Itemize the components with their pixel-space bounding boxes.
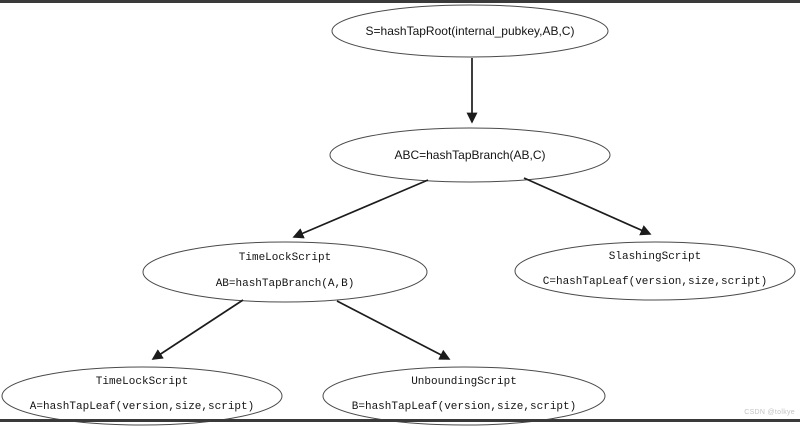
bottom-rule xyxy=(0,419,800,422)
node-a: TimeLockScript A=hashTapLeaf(version,siz… xyxy=(1,366,283,426)
node-b-ellipse xyxy=(322,366,606,426)
node-ab: TimeLockScript AB=hashTapBranch(A,B) xyxy=(142,241,428,303)
node-b-label: B=hashTapLeaf(version,size,script) xyxy=(352,401,576,413)
node-abc-label: ABC=hashTapBranch(AB,C) xyxy=(394,148,545,162)
node-a-ellipse xyxy=(1,366,283,426)
node-c-ellipse xyxy=(514,241,796,301)
node-ab-title: TimeLockScript xyxy=(239,252,331,264)
csdn-watermark: CSDN @tolkye xyxy=(744,409,795,416)
edge-abc-c xyxy=(523,177,652,236)
edge-abc-ab xyxy=(292,179,429,239)
node-c-label: C=hashTapLeaf(version,size,script) xyxy=(543,276,767,288)
node-root: S=hashTapRoot(internal_pubkey,AB,C) xyxy=(331,4,609,58)
node-root-ellipse xyxy=(331,4,609,58)
node-abc: ABC=hashTapBranch(AB,C) xyxy=(329,127,611,183)
node-c: SlashingScript C=hashTapLeaf(version,siz… xyxy=(514,241,796,301)
node-c-title: SlashingScript xyxy=(609,251,701,263)
node-b: UnboundingScript B=hashTapLeaf(version,s… xyxy=(322,366,606,426)
node-abc-ellipse xyxy=(329,127,611,183)
node-b-title: UnboundingScript xyxy=(411,376,517,388)
node-root-label: S=hashTapRoot(internal_pubkey,AB,C) xyxy=(366,24,575,38)
top-rule xyxy=(0,0,800,3)
node-a-label: A=hashTapLeaf(version,size,script) xyxy=(30,401,254,413)
node-ab-ellipse xyxy=(142,241,428,303)
edge-ab-b xyxy=(336,300,451,360)
node-a-title: TimeLockScript xyxy=(96,376,188,388)
node-ab-label: AB=hashTapBranch(A,B) xyxy=(216,278,355,290)
edge-ab-a xyxy=(151,299,244,360)
